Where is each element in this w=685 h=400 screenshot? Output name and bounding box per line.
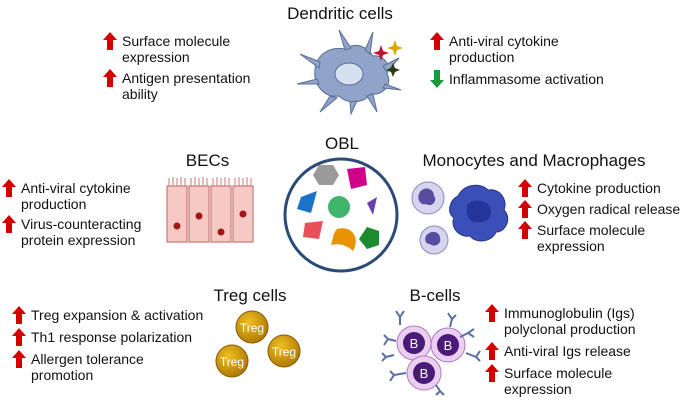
dendritic-title: Dendritic cells (287, 4, 393, 23)
up-arrow-icon (518, 179, 532, 197)
treg-item-3: Allergen tolerance promotion (12, 351, 144, 383)
up-arrow-icon (12, 350, 26, 368)
down-arrow-icon (430, 70, 444, 88)
up-arrow-icon (2, 215, 16, 233)
becs-item-2: Virus-counteracting protein expression (2, 216, 141, 248)
treg-item-2: Th1 response polarization (12, 329, 192, 346)
monocytes-title: Monocytes and Macrophages (422, 151, 646, 170)
treg-cell-label: Treg (240, 321, 264, 335)
bcells-item-2: Anti-viral Igs release (485, 343, 631, 360)
up-arrow-icon (485, 364, 499, 382)
bcell-label: B (410, 336, 419, 351)
dendritic-left-item-1: Surface molecule expression (103, 33, 230, 65)
monocytes-item-2: Oxygen radical release (518, 201, 680, 218)
dendritic-right-item-1: Anti-viral cytokine production (430, 33, 559, 65)
treg-cell-label: Treg (220, 355, 244, 369)
monocytes-item-1: Cytokine production (518, 180, 661, 197)
bcells-item-3: Surface molecule expression (485, 365, 612, 397)
monocytes-item-3: Surface molecule expression (518, 222, 645, 254)
up-arrow-icon (485, 342, 499, 360)
up-arrow-icon (103, 69, 117, 87)
becs-item-1: Anti-viral cytokine production (2, 180, 131, 212)
monocyte-macrophage-illustration (411, 181, 509, 255)
up-arrow-icon (2, 179, 16, 197)
treg-cells-illustration: Treg Treg Treg (215, 310, 301, 378)
bec-cells-illustration (166, 177, 254, 243)
bcells-illustration: B B B (381, 310, 481, 396)
up-arrow-icon (485, 304, 499, 322)
treg-title: Treg cells (213, 286, 287, 305)
bcells-item-1: Immunoglobulin (Igs) polyclonal producti… (485, 305, 636, 337)
bcell-label: B (444, 338, 453, 353)
obl-circle-illustration (283, 157, 399, 273)
dendritic-left-item-2: Antigen presentation ability (103, 70, 250, 102)
bcell-label: B (420, 366, 429, 381)
dendritic-right-item-2: Inflammasome activation (430, 71, 604, 88)
up-arrow-icon (518, 200, 532, 218)
bcells-title: B-cells (409, 286, 461, 305)
obl-title: OBL (324, 134, 360, 153)
up-arrow-icon (103, 32, 117, 50)
dendritic-cell-illustration (296, 29, 403, 116)
up-arrow-icon (12, 328, 26, 346)
up-arrow-icon (12, 306, 26, 324)
up-arrow-icon (430, 32, 444, 50)
treg-item-1: Treg expansion & activation (12, 307, 203, 324)
becs-title: BECs (185, 151, 230, 170)
treg-cell-label: Treg (272, 345, 296, 359)
up-arrow-icon (518, 221, 532, 239)
